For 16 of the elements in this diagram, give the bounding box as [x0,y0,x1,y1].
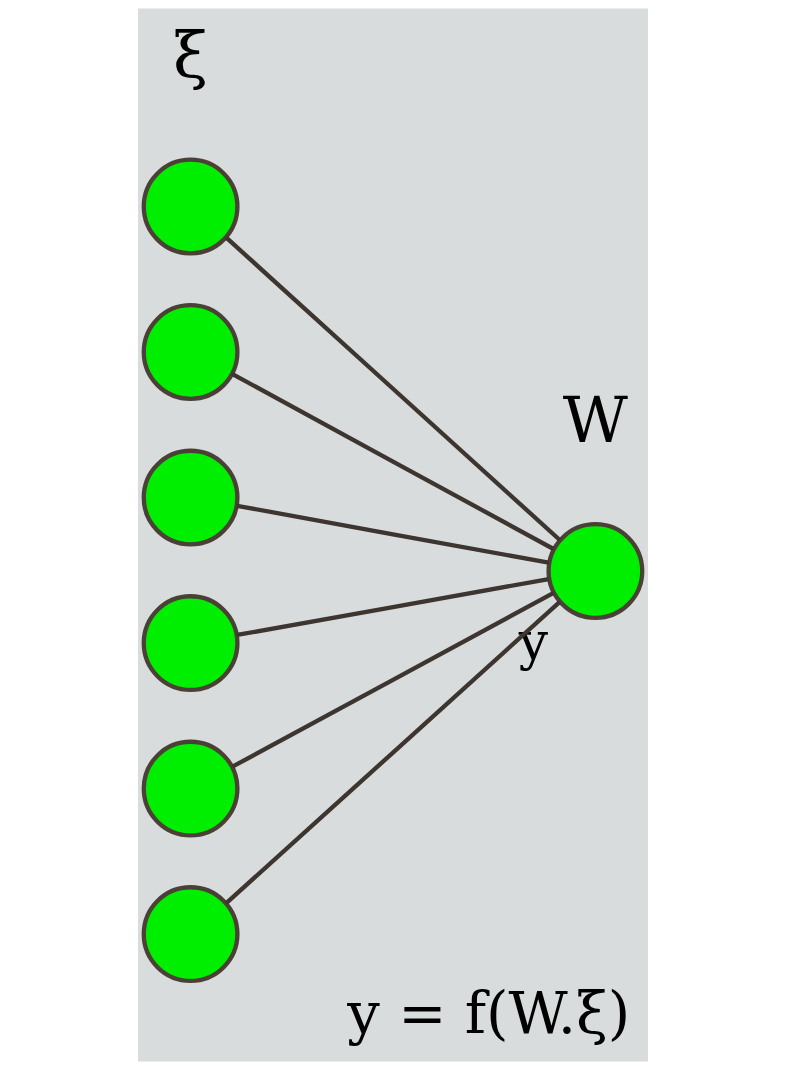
label: ξ [172,18,208,93]
node-circle [141,157,240,256]
node-circle [545,522,644,620]
connector [230,590,555,769]
caption: y = f(W.ξ) [346,979,630,1047]
node-circle [141,739,240,838]
node-circle [141,448,240,547]
connector [230,371,555,551]
connector [236,577,549,638]
connector [236,503,549,565]
label: W [562,382,628,457]
connector [224,600,561,905]
node-circle [141,303,240,402]
node-circle [141,594,240,693]
node-circle [141,885,240,984]
connector [224,236,561,542]
